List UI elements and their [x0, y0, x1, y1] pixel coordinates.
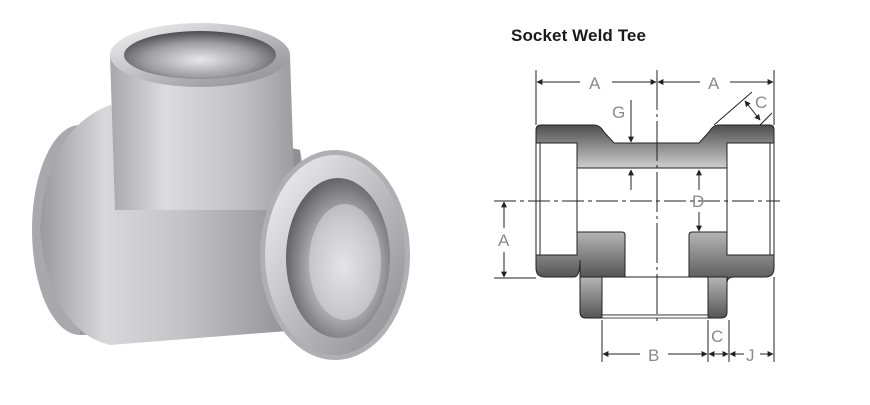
dim-a-top-right: A	[708, 74, 720, 93]
branch-left-wall	[579, 276, 603, 319]
dim-a-top-left: A	[589, 74, 601, 93]
product-photo	[32, 23, 410, 360]
lower-right-wall	[688, 231, 775, 284]
lower-left-wall	[535, 231, 626, 278]
dim-b: B	[648, 346, 659, 365]
technical-drawing: A A C G D A B C J	[470, 0, 870, 400]
upper-wall	[535, 124, 775, 169]
dim-g: G	[612, 103, 625, 122]
diagram-title: Socket Weld Tee	[511, 26, 647, 45]
dim-c-top: C	[755, 93, 767, 112]
socket-weld-tee-drawing: A A C G D A B C J	[494, 70, 780, 365]
dim-c-bottom: C	[711, 327, 723, 346]
socket-weld-tee-photo	[32, 23, 410, 360]
dim-j: J	[746, 346, 755, 365]
dim-a-left: A	[498, 231, 510, 250]
dim-d: D	[692, 192, 704, 211]
branch-right-wall	[707, 276, 728, 319]
